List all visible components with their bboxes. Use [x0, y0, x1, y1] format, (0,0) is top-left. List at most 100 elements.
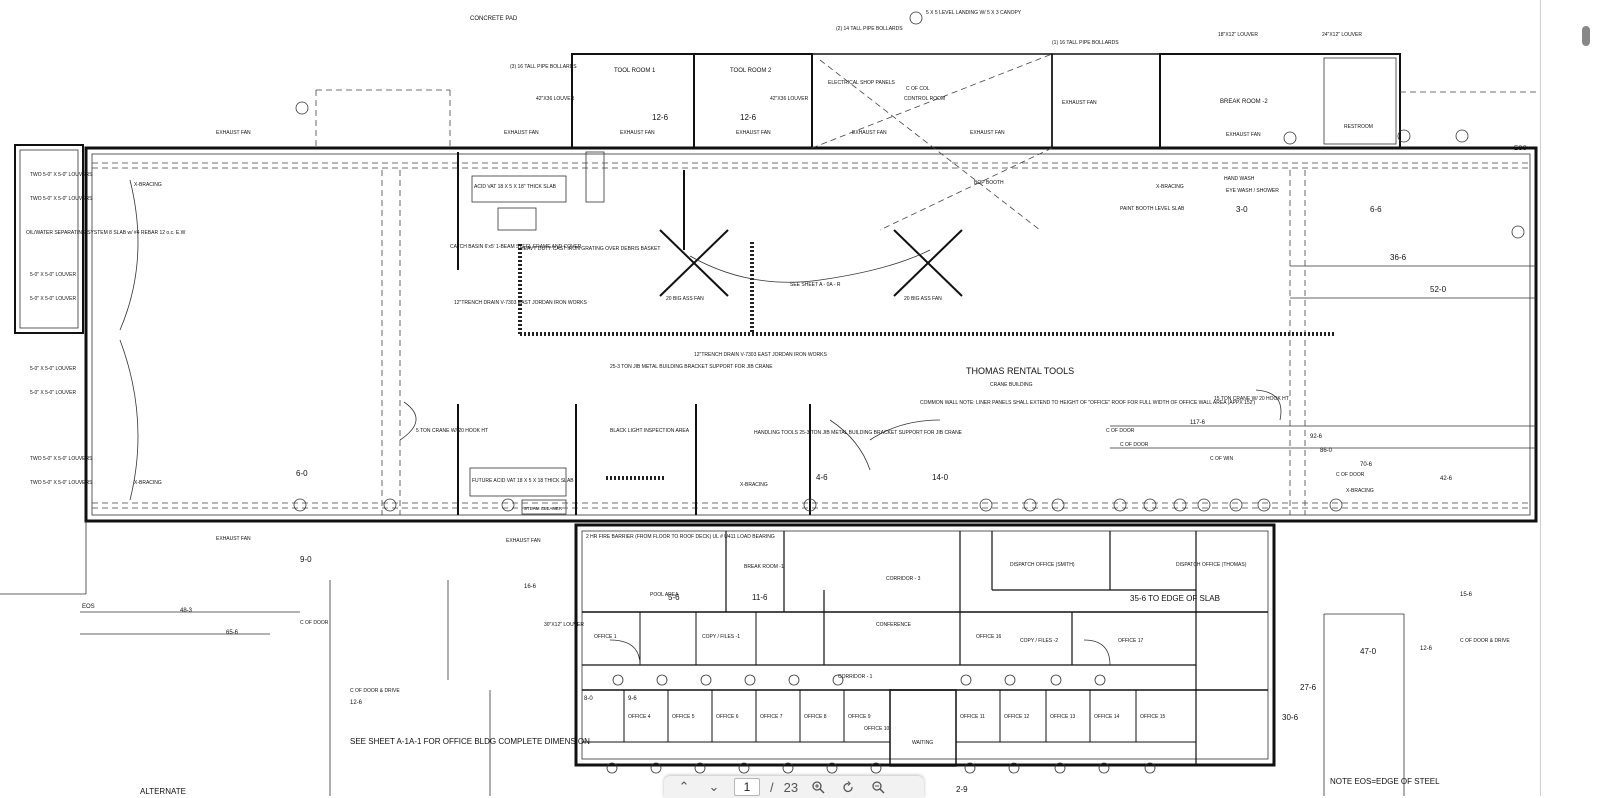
dim-text: 65-6: [226, 630, 239, 636]
label-eos: EOS: [82, 604, 95, 610]
label-louver: 5-0" X 5-0" LOUVER: [30, 272, 76, 278]
room-break-room: BREAK ROOM -2: [1220, 99, 1268, 105]
label-louver: 5-0" X 5-0" LOUVER: [30, 296, 76, 302]
dim-text: 15-6: [1460, 592, 1473, 598]
dim-text: 92-6: [1310, 434, 1323, 440]
callout-black-light: BLACK LIGHT INSPECTION AREA: [610, 428, 690, 434]
callout-steam-cleaner: STEAM CLEANER: [524, 506, 563, 511]
door-arc: [119, 179, 139, 331]
room-copy-files-1: COPY / FILES -1: [702, 634, 740, 640]
room-corridor-3: CORRIDOR - 3: [886, 576, 921, 582]
label-bollards: (1) 16 TALL PIPE BOLLARDS: [1052, 40, 1119, 46]
room-office: OFFICE 5: [672, 714, 695, 720]
label-door: C OF DOOR: [1336, 472, 1365, 478]
callout-exhaust-fan: EXHAUST FAN: [504, 130, 539, 136]
waiting-room-box: [889, 689, 957, 767]
callout-heavy-duty: HEAVY DUTY CAST IRON GRATING OVER DEBRIS…: [520, 246, 660, 252]
label-door-drive: C OF DOOR & DRIVE: [1460, 638, 1510, 644]
dim-text: 11-6: [752, 593, 768, 602]
note-see-sheet-office: SEE SHEET A-1A-1 FOR OFFICE BLDG COMPLET…: [350, 737, 590, 746]
page-separator: /: [770, 779, 774, 795]
dim-text: 5-6: [668, 593, 680, 602]
callout-jib-crane: 25-3 TON JIB METAL BUILDING BRACKET SUPP…: [610, 364, 773, 370]
dim-text: 3-0: [1236, 205, 1248, 214]
door-arc: [1255, 389, 1282, 421]
label-louver: 5-0" X 5-0" LOUVER: [30, 390, 76, 396]
label-louver: TWO 5-0" X 5-0" LOUVERS: [30, 172, 93, 178]
dim-text: 52-0: [1430, 285, 1447, 294]
chevron-up-icon[interactable]: ⌃: [678, 779, 690, 794]
pdf-page-toolbar: ⌃ ⌄ / 23: [664, 776, 924, 798]
callout-exhaust-fan: EXHAUST FAN: [216, 130, 251, 136]
callout-exhaust-fan: EXHAUST FAN: [970, 130, 1005, 136]
chevron-down-icon[interactable]: ⌄: [708, 779, 720, 794]
label-window: C OF WIN: [1210, 456, 1233, 462]
label-eos: EOS: [1514, 146, 1527, 152]
callout-see-sheet: SEE SHEET A - 0A - R: [790, 282, 841, 288]
door-arc: [609, 639, 641, 666]
scrollbar-thumb[interactable]: [1582, 26, 1590, 46]
page-number-input[interactable]: [734, 778, 760, 796]
dim-text: 16-6: [524, 584, 537, 590]
dim-text: 12-6: [350, 700, 363, 706]
dim-text: 9-6: [628, 696, 637, 702]
room-tool-room-1: TOOL ROOM 1: [614, 68, 656, 74]
callout-exhaust-fan: EXHAUST FAN: [852, 130, 887, 136]
door-arc: [119, 339, 139, 501]
callout-crane-5: 5 TON CRANE W/ 20 HOOK HT: [416, 428, 488, 434]
steam-cleaner-2-box: [521, 499, 567, 515]
see-sheet-arc: [689, 249, 931, 283]
room-office: OFFICE 11: [960, 714, 985, 720]
zoom-in-icon[interactable]: [808, 778, 828, 796]
callout-big-fan: 20 BIG ASS FAN: [666, 296, 704, 302]
callout-paint-booth: PAINT BOOTH LEVEL SLAB: [1120, 206, 1185, 212]
label-door: C OF DOOR: [1106, 428, 1135, 434]
label-door: C OF DOOR: [300, 620, 329, 626]
room-office: OFFICE 13: [1050, 714, 1076, 720]
callout-electrical-panels: ELECTRICAL SHOP PANELS: [828, 80, 896, 86]
room-office: OFFICE 15: [1140, 714, 1166, 720]
room-office: OFFICE 4: [628, 714, 651, 720]
room-corridor-1: CORRIDOR - 1: [838, 674, 873, 680]
callout-fire-barrier: 2 HR FIRE BARRIER (FROM FLOOR TO ROOF DE…: [586, 534, 775, 540]
zoom-out-icon[interactable]: [868, 778, 888, 796]
door-arc: [399, 401, 417, 441]
dim-text: 4-6: [816, 473, 828, 482]
room-dispatch-smith: DISPATCH OFFICE (SMITH): [1010, 562, 1075, 568]
label-concrete-pad: CONCRETE PAD: [470, 16, 518, 22]
label-louver: 24"X12" LOUVER: [1322, 32, 1362, 38]
room-copy-files-2: COPY / FILES -2: [1020, 638, 1058, 644]
label-louver: 5-0" X 5-0" LOUVER: [30, 366, 76, 372]
label-bollards: (3) 16 TALL PIPE BOLLARDS: [510, 64, 577, 70]
fan-x: [893, 229, 963, 297]
room-office: OFFICE 9: [848, 714, 871, 720]
label-louver: 42"X36 LOUVER: [770, 96, 809, 102]
rotate-icon[interactable]: [838, 778, 858, 796]
dim-text: 30-6: [1282, 713, 1299, 722]
floor-plan-drawing: CONCRETE PAD (3) 16 TALL PIPE BOLLARDS (…: [0, 10, 1538, 796]
label-louver: 42"X36 LOUVER: [536, 96, 575, 102]
dim-text: 42-6: [1440, 476, 1453, 482]
room-office-17: OFFICE 17: [1118, 638, 1144, 644]
callout-x-bracing: X-BRACING: [134, 480, 162, 486]
callout-hand-wash: HAND WASH: [1224, 176, 1255, 182]
project-title: THOMAS RENTAL TOOLS: [966, 366, 1074, 376]
diagonal-dash: [811, 53, 1053, 149]
label-louver: TWO 5-0" X 5-0" LOUVERS: [30, 196, 93, 202]
callout-crane-15: 15 TON CRANE W/ 20 HOOK HT: [1214, 396, 1289, 402]
room-pool-area: POOL AREA: [650, 592, 679, 598]
room-dispatch-thomas: DISPATCH OFFICE (THOMAS): [1176, 562, 1247, 568]
building-name: CRANE BUILDING: [990, 382, 1033, 388]
room-control-room: CONTROL ROOM: [904, 96, 945, 102]
dim-text: 70-6: [1360, 462, 1373, 468]
dim-text: 36-6: [1390, 253, 1407, 262]
dim-text: 9-0: [300, 555, 312, 564]
dim-text: 6-0: [296, 469, 308, 478]
room-tool-room-2: TOOL ROOM 2: [730, 68, 772, 74]
callout-handling-tools: HANDLING TOOLS 25-3 TON JIB METAL BUILDI…: [754, 430, 963, 436]
room-office: OFFICE 8: [804, 714, 827, 720]
callout-bop-booth: BOP BOOTH: [974, 180, 1004, 186]
door-arc: [829, 419, 871, 471]
room-conference: CONFERENCE: [876, 622, 912, 628]
vertical-scrollbar[interactable]: [1540, 0, 1600, 796]
